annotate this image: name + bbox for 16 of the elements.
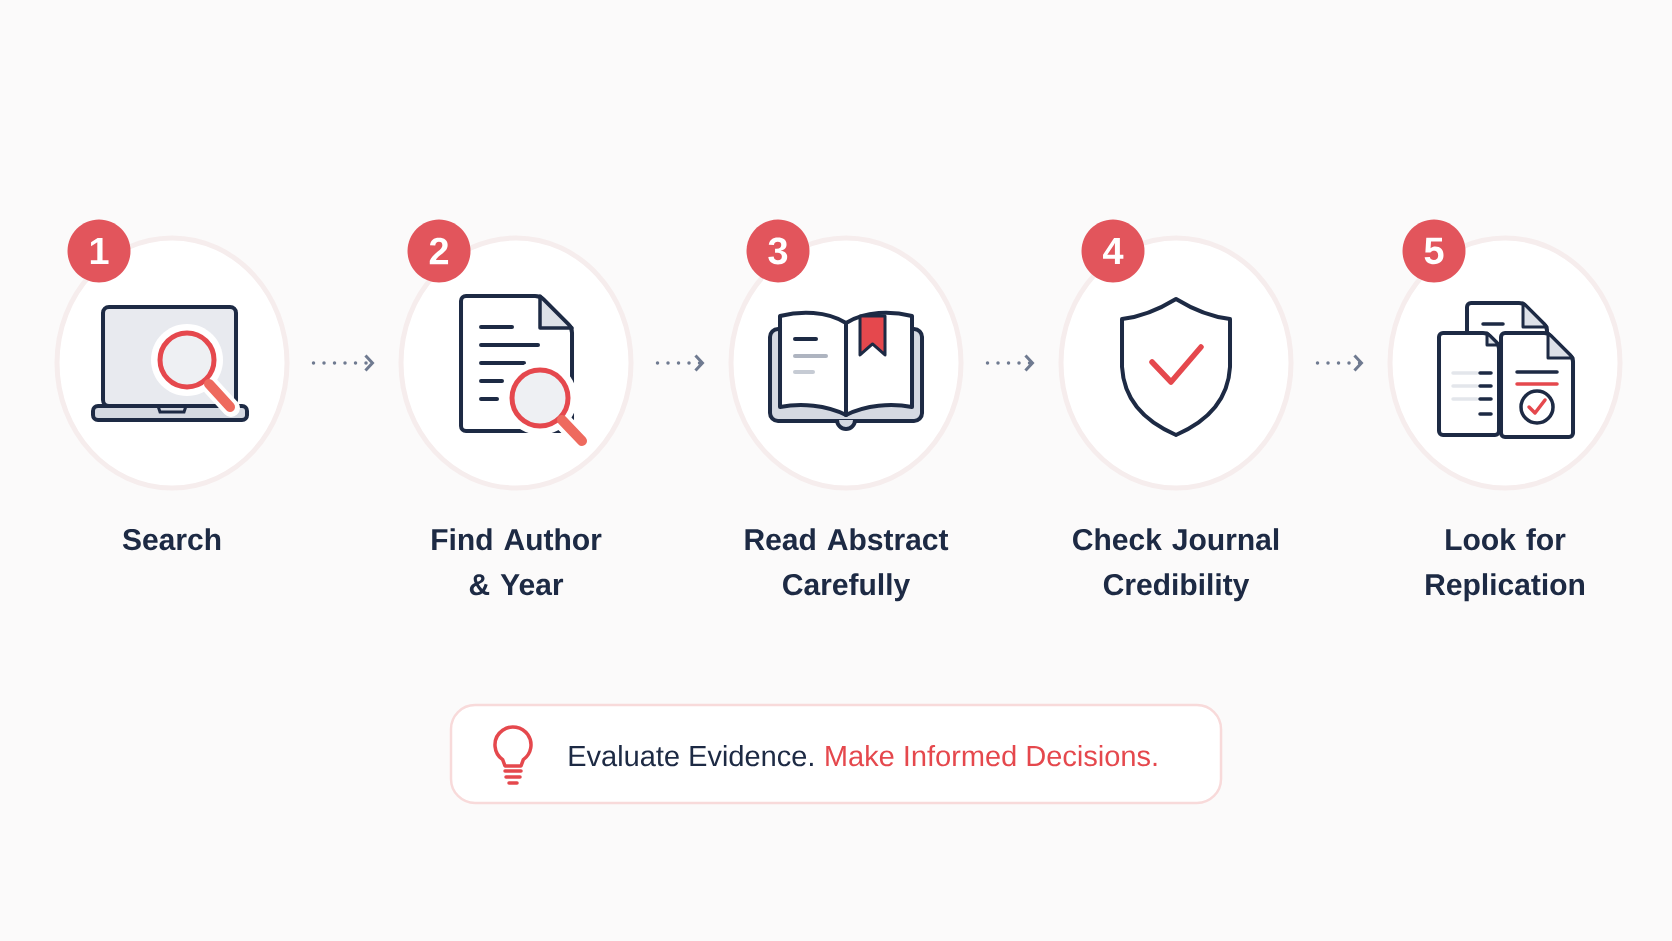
- step-number-badge: 2: [407, 219, 471, 283]
- arrow: [311, 354, 375, 372]
- step-number-badge: 1: [67, 219, 131, 283]
- step-label: Search: [122, 528, 221, 551]
- step-label: Check Journal Credibility: [1073, 528, 1279, 602]
- arrow: [655, 354, 705, 372]
- tagline-text: Make Informed Decisions.: [826, 744, 1157, 767]
- step-label: Look for Replication: [1426, 528, 1584, 602]
- arrow: [985, 354, 1035, 372]
- step-number-badge: 4: [1081, 219, 1145, 283]
- arrow: [1315, 354, 1364, 372]
- tagline-text: Evaluate Evidence.: [569, 744, 813, 767]
- step-number-badge: 5: [1402, 219, 1466, 283]
- step-label: Read Abstract Carefully: [745, 528, 949, 602]
- step-label: Find Author & Year: [432, 528, 602, 596]
- step-number-badge: 3: [746, 219, 810, 283]
